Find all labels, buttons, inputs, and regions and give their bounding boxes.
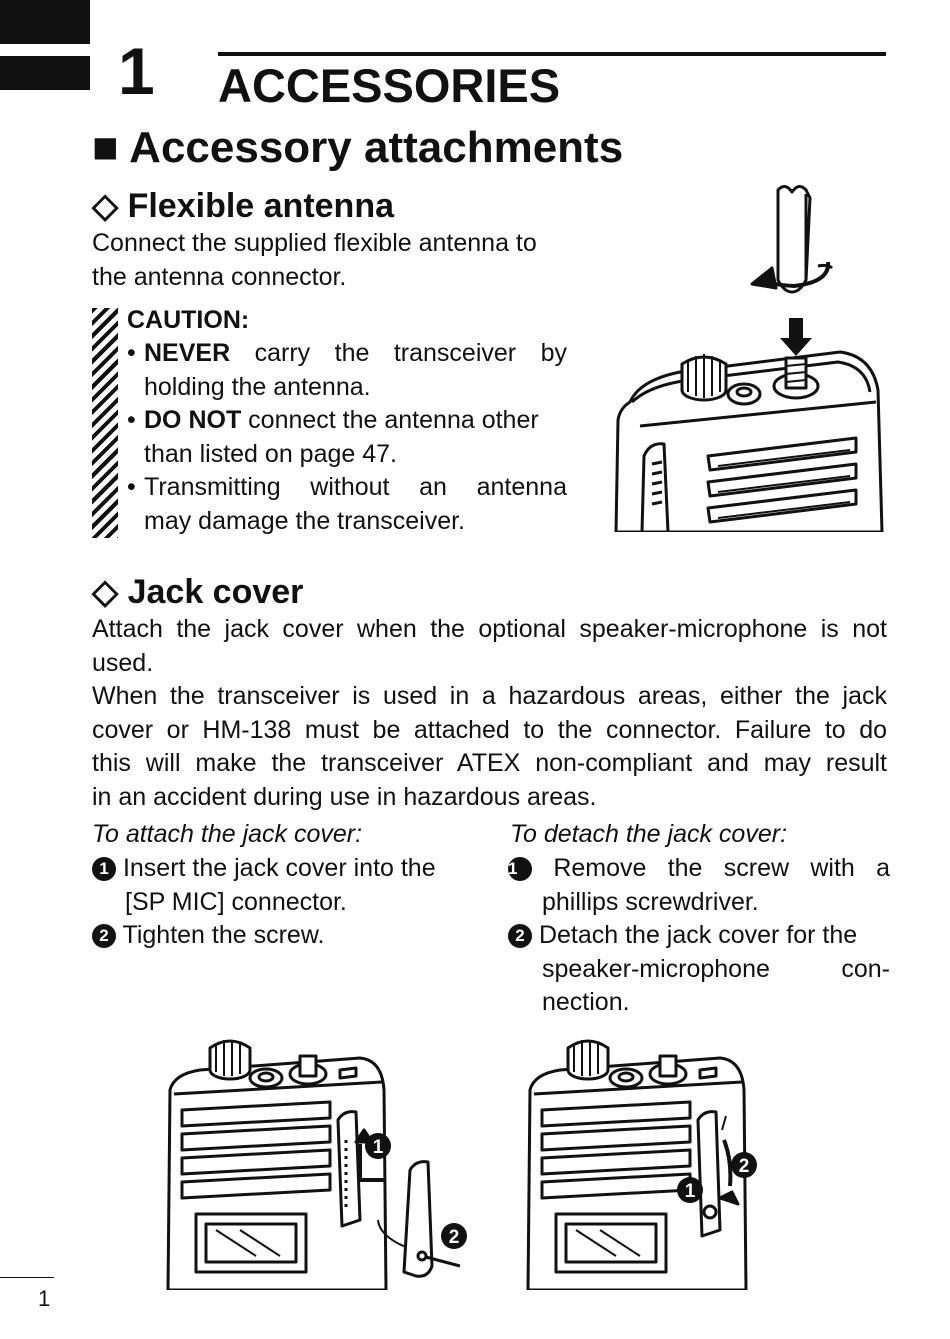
antenna-heading: ◇ Flexible antenna (92, 187, 394, 225)
chapter-tab-marker (0, 0, 90, 44)
step-line: Tighten the screw. (122, 921, 325, 949)
attach-step: 2 Tighten the screw. (92, 919, 472, 953)
step-number-badge: 2 (92, 924, 116, 948)
detach-step: 1 Remove the screw with a phillips screw… (508, 852, 890, 919)
step-line: nection. (542, 988, 630, 1016)
jack-cover-heading: ◇ Jack cover (92, 573, 304, 611)
svg-text:1: 1 (685, 1181, 696, 1202)
antenna-intro-line: Connect the supplied flexible antenna to (92, 229, 537, 257)
bullet-line: Transmitting without an antenna (144, 473, 567, 501)
antenna-attach-illustration (614, 185, 884, 532)
callout-badge-2: 2 (441, 1223, 467, 1249)
bullet-line: than listed on page 47. (144, 439, 397, 468)
chapter-rule (218, 52, 886, 56)
bullet-line: connect the antenna other (248, 406, 539, 434)
paragraph-line: this will make the transceiver ATEX non-… (92, 749, 887, 777)
paragraph-line: cover or HM-138 must be attached to the … (92, 715, 887, 744)
attach-jack-cover-illustration: 1 2 (166, 1039, 467, 1290)
attach-step: 1 Insert the jack cover into the [SP MIC… (92, 852, 472, 919)
caution-title: CAUTION: (127, 306, 250, 334)
step-number-badge: 1 (508, 857, 532, 881)
antenna-intro-line: the antenna connector. (92, 262, 347, 291)
svg-text:1: 1 (373, 1137, 384, 1158)
callout-badge-1: 1 (365, 1133, 391, 1159)
paragraph-line: used. (92, 648, 154, 677)
paragraph-line: When the transceiver is used in a hazard… (92, 682, 887, 710)
paragraph-line: in an accident during use in hazardous a… (92, 782, 597, 811)
section-title: ■ Accessory attachments (92, 123, 624, 172)
bullet-bold: DO NOT (144, 406, 242, 434)
bullet-line: holding the antenna. (144, 372, 371, 401)
bullet-bold: NEVER (144, 339, 231, 367)
chapter-tab-marker (0, 56, 90, 90)
callout-badge-2: 2 (731, 1152, 757, 1178)
bullet-line: carry the transceiver by (254, 339, 567, 367)
svg-text:2: 2 (739, 1156, 750, 1177)
detach-jack-cover-illustration: 1 2 (526, 1039, 757, 1290)
paragraph-line: Attach the jack cover when the optional … (92, 615, 887, 643)
chapter-title: ACCESSORIES (218, 59, 561, 112)
svg-text:2: 2 (449, 1227, 460, 1248)
step-line: phillips screwdriver. (542, 887, 759, 916)
callout-badge-1: 1 (677, 1177, 703, 1203)
page-number-rule (0, 1277, 54, 1278)
step-number-badge: 1 (92, 857, 116, 881)
caution-hatch-bar (92, 308, 118, 538)
antenna-intro: Connect the supplied flexible antenna to… (92, 227, 537, 294)
chapter-number: 1 (118, 34, 155, 108)
attach-title: To attach the jack cover: (92, 820, 363, 848)
jack-cover-paragraph: Attach the jack cover when the optional … (92, 613, 887, 814)
step-line: [SP MIC] connector. (125, 887, 347, 916)
step-number-badge: 2 (508, 924, 532, 948)
step-line: Remove the screw with a (553, 854, 890, 882)
detach-step: 2 Detach the jack cover for the speaker-… (508, 919, 890, 1020)
bullet-line: may damage the transceiver. (144, 506, 465, 535)
step-line: Detach the jack cover for the (538, 921, 858, 949)
step-line: Insert the jack cover into the (122, 854, 436, 882)
detach-title: To detach the jack cover: (510, 820, 788, 848)
step-line: speaker-microphone con- (542, 954, 890, 983)
page-number: 1 (38, 1286, 51, 1311)
